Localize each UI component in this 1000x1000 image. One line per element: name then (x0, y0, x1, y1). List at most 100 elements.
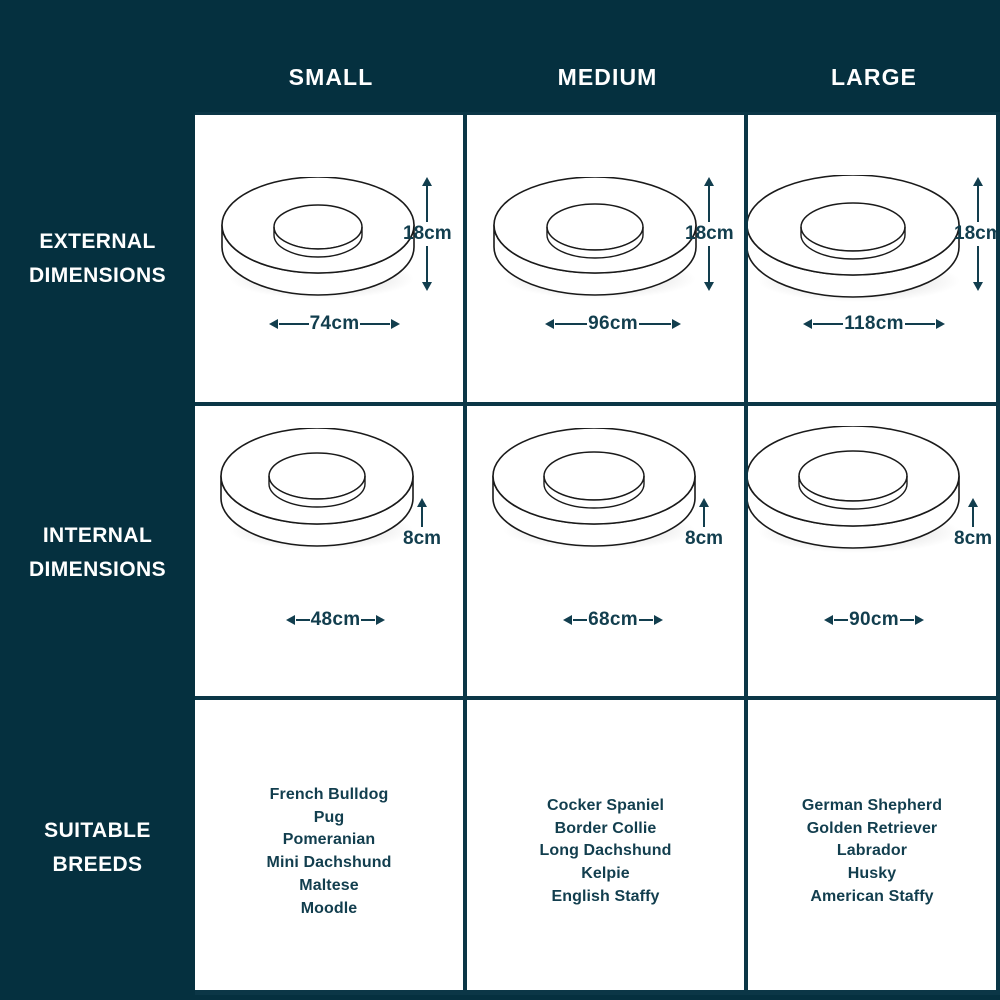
breed-list-medium: Cocker Spaniel Border Collie Long Dachsh… (467, 795, 744, 909)
column-header-medium: MEDIUM (557, 63, 658, 90)
arrow-right-icon (914, 615, 924, 625)
list-item: Pug (313, 808, 345, 826)
arrow-left-icon (803, 319, 813, 329)
list-item: Cocker Spaniel (546, 797, 664, 814)
list-item: German Shepherd (801, 797, 943, 814)
external-medium-height-label: 18cm (685, 223, 734, 244)
cell-breeds-medium: Cocker Spaniel Border Collie Long Dachsh… (467, 700, 748, 993)
grid-row-breeds: French Bulldog Pug Pomeranian Mini Dachs… (195, 700, 996, 993)
list-item: Husky (847, 865, 897, 883)
list-item: French Bulldog (269, 786, 389, 803)
donut-bed-icon (492, 177, 697, 299)
external-medium-width-label: 96cm (588, 313, 638, 334)
arrow-down-icon (973, 282, 984, 291)
arrow-up-icon (704, 177, 715, 186)
arrow-right-icon (653, 615, 663, 625)
cell-external-large: 118cm 18cm (748, 115, 996, 402)
internal-medium-width-dimension: 68cm (529, 609, 697, 631)
internal-small-width-label: 48cm (310, 609, 361, 630)
arrow-left-icon (268, 319, 278, 329)
list-item: English Staffy (551, 887, 660, 905)
internal-small-height-label: 8cm (403, 528, 442, 549)
figure-internal-large: 90cm 8cm (748, 406, 996, 696)
figure-external-small: 74cm 18cm (195, 115, 463, 402)
internal-small-height-dimension: 8cm (403, 498, 441, 551)
arrow-up-icon (968, 498, 979, 507)
cell-external-small: 74cm 18cm (195, 115, 467, 402)
cell-breeds-small: French Bulldog Pug Pomeranian Mini Dachs… (195, 700, 467, 993)
list-item: Kelpie (581, 865, 630, 883)
external-large-height-label: 18cm (954, 223, 996, 244)
row-label-internal-line2: DIMENSIONS (28, 558, 166, 581)
internal-medium-height-dimension: 8cm (685, 498, 723, 551)
internal-large-width-dimension: 90cm (790, 609, 958, 631)
figure-external-medium: 96cm 18cm (467, 115, 744, 402)
donut-bed-icon (221, 177, 415, 299)
cell-internal-small: 48cm 8cm (195, 406, 467, 696)
column-header-small: SMALL (288, 63, 374, 90)
breed-list-small: French Bulldog Pug Pomeranian Mini Dachs… (195, 784, 463, 920)
donut-bed-icon (491, 428, 696, 550)
list-item: Long Dachshund (539, 842, 672, 860)
arrow-up-icon (973, 177, 984, 186)
row-label-external-line2: DIMENSIONS (28, 264, 166, 287)
row-label-suitable-breeds: SUITABLE BREEDS (0, 700, 195, 995)
breed-list-large: German Shepherd Golden Retriever Labrado… (748, 795, 996, 909)
arrow-down-icon (704, 282, 715, 291)
internal-large-height-label: 8cm (954, 528, 993, 549)
figure-internal-small: 48cm 8cm (195, 406, 463, 696)
donut-bed-icon (748, 426, 960, 553)
list-item: Moodle (300, 899, 358, 917)
arrow-right-icon (935, 319, 945, 329)
arrow-up-icon (699, 498, 710, 507)
list-item: Border Collie (554, 819, 657, 837)
size-guide-grid: 74cm 18cm (195, 112, 1000, 995)
list-item: Labrador (836, 842, 908, 860)
donut-bed-icon (220, 428, 414, 550)
column-header-large: LARGE (831, 63, 917, 90)
list-item: Golden Retriever (806, 819, 938, 837)
list-item: Maltese (299, 876, 359, 894)
row-label-internal-line1: INTERNAL (42, 524, 153, 548)
arrow-right-icon (376, 615, 386, 625)
grid-row-external: 74cm 18cm (195, 115, 996, 406)
external-small-height-dimension: 18cm (403, 177, 452, 291)
arrow-left-icon (285, 615, 295, 625)
column-headers: SMALL MEDIUM LARGE (195, 0, 1000, 112)
figure-internal-medium: 68cm 8cm (467, 406, 744, 696)
row-label-breeds-line2: BREEDS (52, 852, 143, 876)
external-large-width-dimension: 118cm (784, 313, 964, 335)
external-small-height-label: 18cm (403, 223, 452, 244)
arrow-left-icon (545, 319, 555, 329)
external-small-width-label: 74cm (309, 313, 360, 334)
arrow-up-icon (422, 177, 433, 186)
cell-breeds-large: German Shepherd Golden Retriever Labrado… (748, 700, 996, 993)
external-medium-width-dimension: 96cm (523, 313, 703, 335)
donut-bed-icon (748, 175, 960, 302)
external-large-height-dimension: 18cm (954, 177, 996, 291)
external-medium-height-dimension: 18cm (685, 177, 734, 291)
external-large-width-label: 118cm (844, 313, 904, 334)
cell-external-medium: 96cm 18cm (467, 115, 748, 402)
figure-external-large: 118cm 18cm (748, 115, 996, 402)
internal-medium-height-label: 8cm (685, 528, 724, 549)
external-small-width-dimension: 74cm (247, 313, 422, 335)
cell-internal-large: 90cm 8cm (748, 406, 996, 696)
list-item: Mini Dachshund (266, 854, 392, 872)
internal-medium-width-label: 68cm (588, 609, 638, 630)
row-label-external-dimensions: EXTERNAL DIMENSIONS (0, 112, 195, 406)
cell-internal-medium: 68cm 8cm (467, 406, 748, 696)
internal-small-width-dimension: 48cm (253, 609, 418, 631)
arrow-right-icon (671, 319, 681, 329)
arrow-right-icon (391, 319, 401, 329)
internal-large-height-dimension: 8cm (954, 498, 992, 551)
internal-large-width-label: 90cm (849, 609, 899, 630)
arrow-up-icon (417, 498, 428, 507)
row-label-external-line1: EXTERNAL (39, 230, 156, 254)
arrow-left-icon (563, 615, 573, 625)
arrow-left-icon (824, 615, 834, 625)
row-label-breeds-line1: SUITABLE (44, 818, 151, 842)
row-label-internal-dimensions: INTERNAL DIMENSIONS (0, 406, 195, 700)
list-item: American Staffy (810, 887, 934, 905)
